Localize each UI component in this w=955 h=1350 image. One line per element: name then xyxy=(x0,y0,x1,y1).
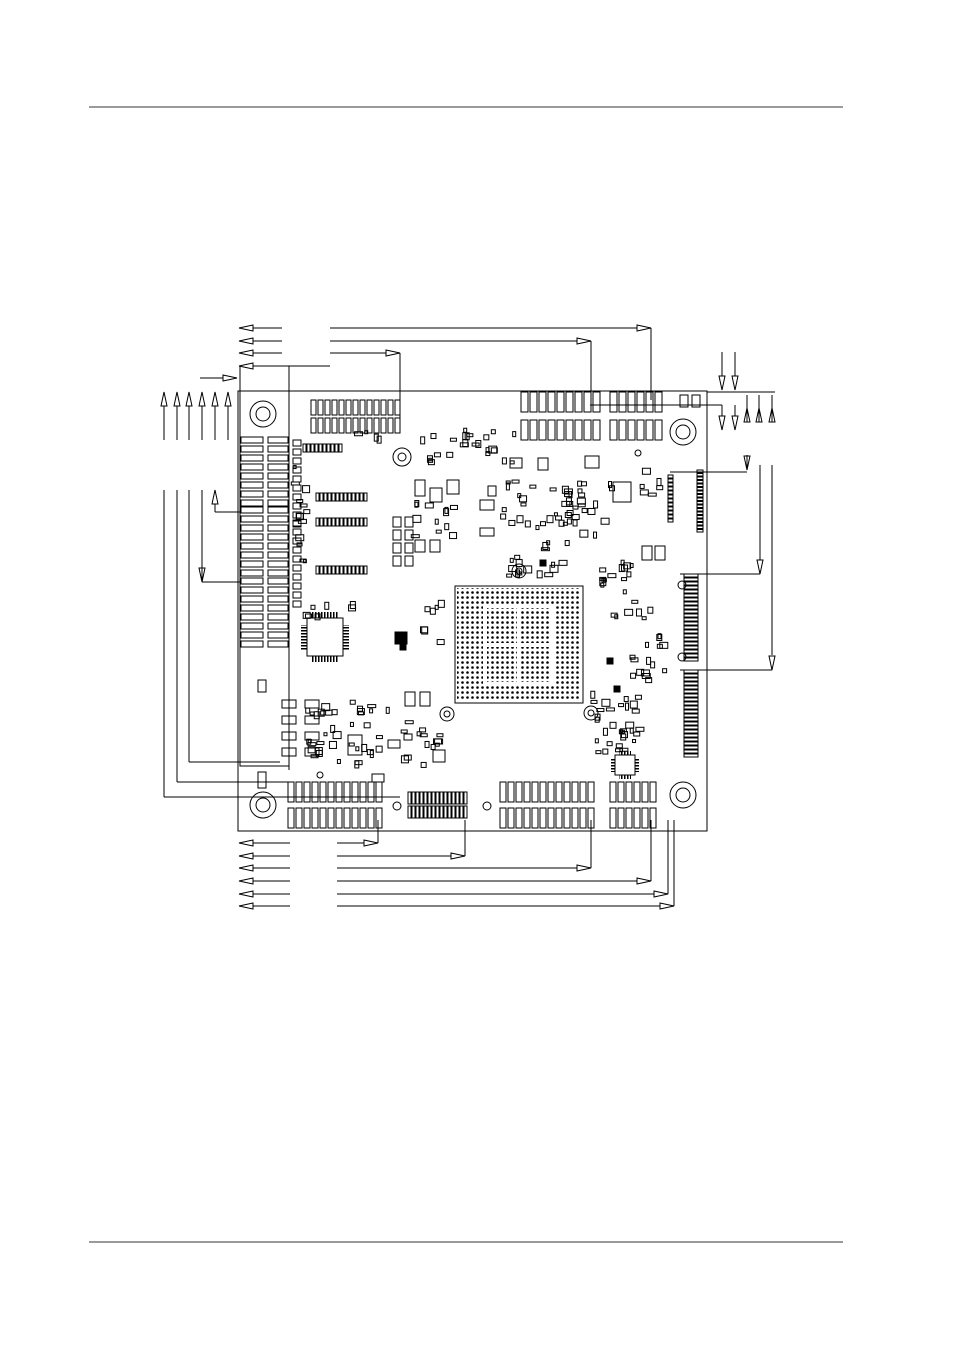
bottom-connector-pads xyxy=(287,781,657,829)
small-components xyxy=(257,394,701,789)
right-connector-pads xyxy=(667,469,704,758)
qfp-chip-left xyxy=(306,617,344,657)
bga-chip xyxy=(454,585,584,704)
leader-lines xyxy=(160,324,776,910)
qfn-chip-right-bottom xyxy=(614,754,636,776)
top-connector-pads xyxy=(302,391,663,575)
header-rule xyxy=(89,106,843,108)
footer-rule xyxy=(89,1241,843,1243)
left-edge-connector xyxy=(239,365,302,767)
board-outline xyxy=(237,390,708,832)
qfp-chip-right xyxy=(612,481,632,503)
mounting-holes xyxy=(249,400,697,819)
